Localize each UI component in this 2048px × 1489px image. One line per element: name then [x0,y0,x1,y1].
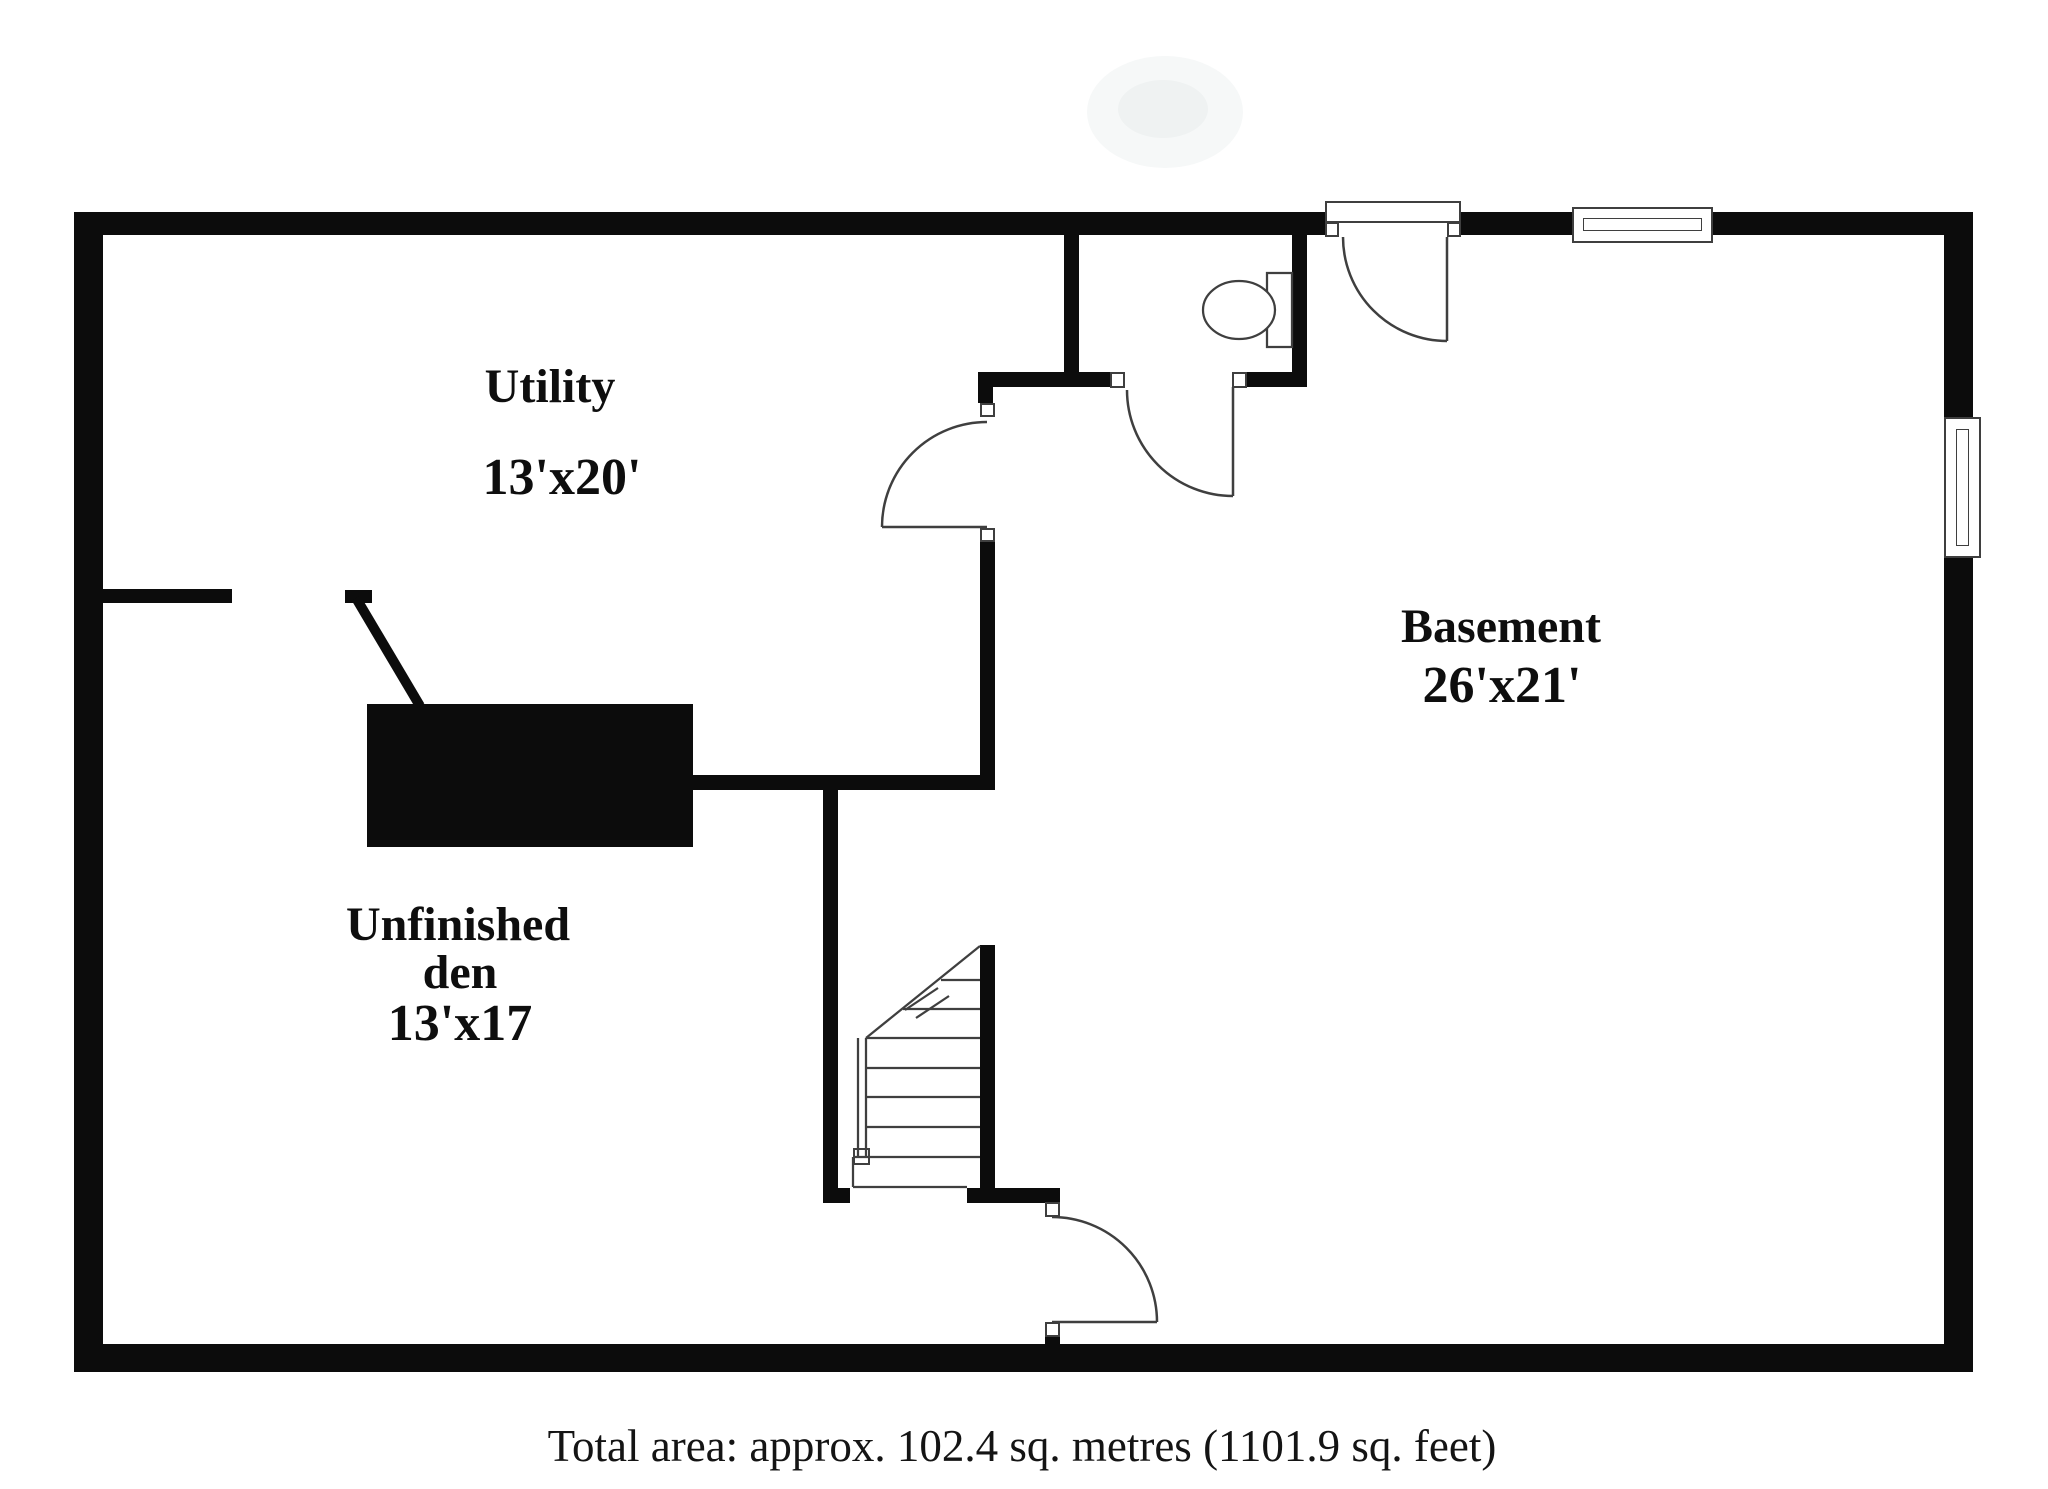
door-jamb [980,528,995,542]
wall-hall-left [980,542,995,790]
wall-stairs-left [823,790,838,1203]
entry-door-frame [1325,201,1461,223]
room-label-basement: Basement [1401,600,1601,653]
door-swing-icon [880,420,988,529]
window-glazing [1956,429,1969,546]
room-label-den-line2: den [422,946,498,999]
wall-utility-stub [103,589,232,603]
wall-utility-tick [345,590,372,603]
wall-left [74,212,103,1372]
door-jamb [1045,1202,1060,1217]
wall-right-upper [1944,212,1973,417]
room-dims-basement: 26'x21' [1422,657,1582,714]
wall-top-right-segment [1713,212,1973,235]
door-jamb [1325,222,1339,237]
door-swing-icon [1341,236,1449,343]
den-door-leaf [351,595,425,709]
stair-newel-box [853,1148,870,1165]
wall-den-top [693,775,993,790]
door-jamb [980,403,995,417]
watermark-smudge-core [1118,80,1208,138]
door-swing-icon [1051,1215,1159,1324]
wall-hall-stub-top [978,387,993,403]
total-area-text: Total area: approx. 102.4 sq. metres (11… [547,1421,1497,1471]
wall-top-left-segment [74,212,1339,235]
wall-bathroom-right [1292,234,1307,387]
room-label-utility: Utility [484,360,616,413]
wall-basement-door-stub [1045,1337,1060,1345]
door-jamb [1447,222,1461,237]
room-dims-den: 13'x17 [387,995,533,1052]
stairs-icon [851,945,981,1189]
wall-right-lower [1944,558,1973,1372]
wall-bottom [74,1344,1973,1372]
door-jamb [1045,1322,1060,1337]
furnace-icon [367,704,693,847]
door-swing-icon [1125,387,1235,498]
wall-stairs-bottom [967,1188,1060,1203]
wall-stairs-right [980,945,995,1188]
wall-top-mid-segment [1447,212,1572,235]
door-jamb [1232,372,1247,388]
room-dims-utility: 13'x20' [482,449,642,506]
wall-stairs-left-foot [823,1188,850,1203]
wall-bathroom-bottom-left [978,372,1110,387]
wall-bathroom-left [1064,234,1079,386]
door-jamb [1110,372,1125,388]
window-glazing [1583,218,1702,231]
room-label-den-line1: Unfinished [345,898,571,951]
toilet-icon [1201,271,1294,349]
